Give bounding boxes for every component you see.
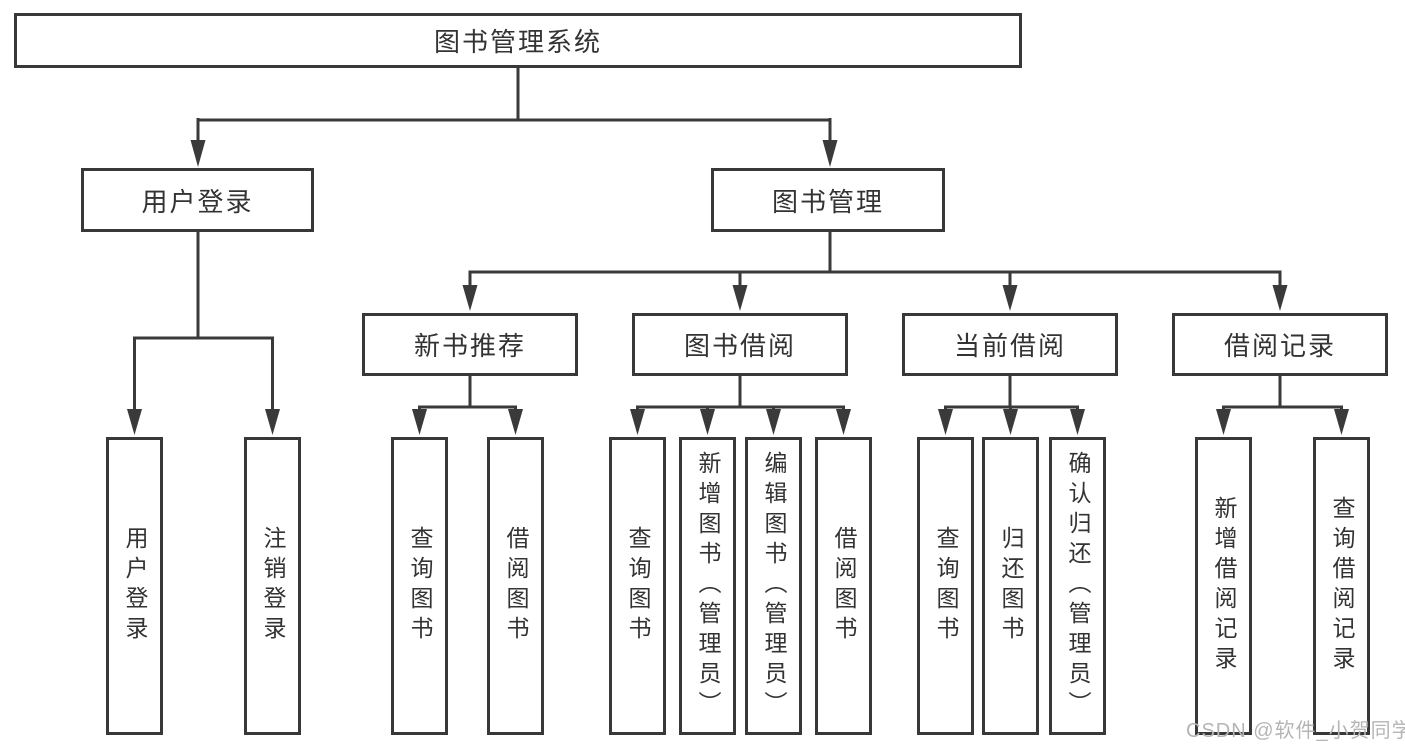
leaf-confirm-return-admin: 确认归还（管理员） xyxy=(1049,437,1106,735)
leaf-user-login: 用户登录 xyxy=(106,437,163,735)
node-label: 图书管理系统 xyxy=(433,27,602,57)
leaf-label: 确认归还（管理员） xyxy=(1065,451,1091,721)
leaf-label: 查询图书 xyxy=(625,526,651,646)
leaf-label: 用户登录 xyxy=(122,526,148,646)
node-book-borrowing: 图书借阅 xyxy=(632,313,848,376)
leaf-label: 注销登录 xyxy=(260,526,286,646)
node-borrowing-records: 借阅记录 xyxy=(1172,313,1388,376)
leaf-query-books-recommend: 查询图书 xyxy=(391,437,448,735)
arrowheads-current-borrow xyxy=(938,409,1085,435)
node-label: 图书借阅 xyxy=(683,331,796,361)
leaf-label: 借阅图书 xyxy=(503,526,529,646)
arrowheads-level2 xyxy=(190,140,838,167)
node-label: 用户登录 xyxy=(141,186,254,217)
leaf-label: 查询借阅记录 xyxy=(1329,496,1355,676)
leaf-add-books-admin: 新增图书（管理员） xyxy=(679,437,736,735)
connector-borrow-records-to-leaves xyxy=(1222,376,1343,413)
node-user-login: 用户登录 xyxy=(81,168,314,232)
leaf-query-borrowing-record: 查询借阅记录 xyxy=(1313,437,1370,735)
node-library-management-system: 图书管理系统 xyxy=(14,13,1022,68)
arrowheads-level3 xyxy=(462,285,1288,311)
leaf-query-books-borrow: 查询图书 xyxy=(609,437,666,735)
connector-book-mgmt-to-level3 xyxy=(468,232,1282,289)
node-label: 借阅记录 xyxy=(1223,331,1336,361)
node-new-book-recommendation: 新书推荐 xyxy=(362,313,578,376)
leaf-label: 编辑图书（管理员） xyxy=(761,451,787,721)
leaf-edit-books-admin: 编辑图书（管理员） xyxy=(745,437,802,735)
node-label: 图书管理 xyxy=(771,186,884,217)
leaf-label: 新增借阅记录 xyxy=(1211,496,1237,676)
leaf-borrow-books-recommend: 借阅图书 xyxy=(487,437,544,735)
node-label: 新书推荐 xyxy=(413,331,526,361)
csdn-watermark: CSDN @软件_小贺同学 xyxy=(1186,720,1405,742)
leaf-label: 查询图书 xyxy=(933,526,959,646)
leaf-query-books-current: 查询图书 xyxy=(917,437,974,735)
leaf-add-borrowing-record: 新增借阅记录 xyxy=(1195,437,1252,735)
arrowheads-borrow-records xyxy=(1216,409,1349,435)
leaf-logout: 注销登录 xyxy=(244,437,301,735)
connector-current-borrow-to-leaves xyxy=(944,376,1079,413)
arrowheads-new-books xyxy=(412,409,523,435)
leaf-label: 新增图书（管理员） xyxy=(695,451,721,721)
connector-book-borrow-to-leaves xyxy=(636,376,845,413)
leaf-borrow-books: 借阅图书 xyxy=(815,437,872,735)
connector-user-login-to-leaves xyxy=(133,232,274,412)
leaf-label: 借阅图书 xyxy=(831,526,857,646)
leaf-label: 归还图书 xyxy=(998,526,1024,646)
leaf-return-books: 归还图书 xyxy=(982,437,1039,735)
arrowheads-book-borrow xyxy=(630,409,851,435)
connector-new-books-to-leaves xyxy=(418,376,517,413)
node-book-management: 图书管理 xyxy=(711,168,945,232)
node-current-borrowing: 当前借阅 xyxy=(902,313,1118,376)
arrowheads-user-login xyxy=(127,409,280,435)
node-label: 当前借阅 xyxy=(953,331,1066,361)
leaf-label: 查询图书 xyxy=(407,526,433,646)
connector-root-to-level2 xyxy=(196,68,832,144)
